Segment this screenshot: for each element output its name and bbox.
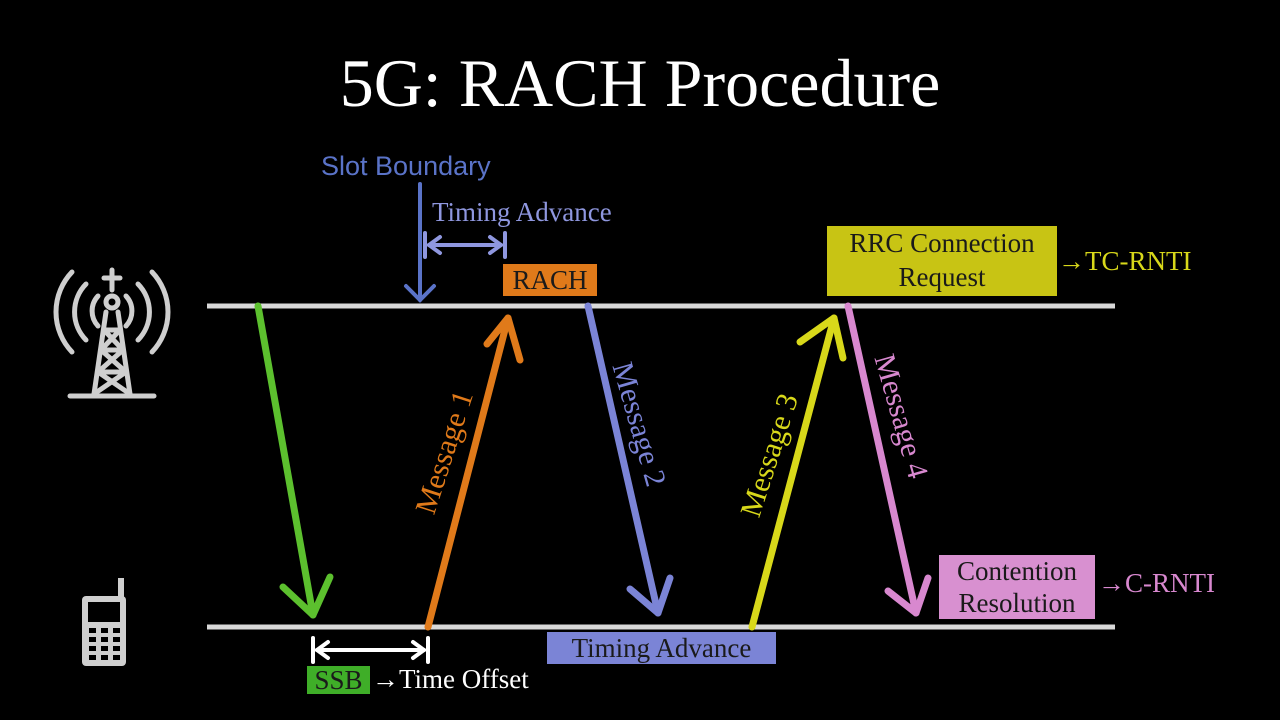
message-2-arrow	[584, 302, 674, 617]
timing-advance-top-arrow	[423, 231, 507, 259]
rrc-line-1: RRC Connection	[849, 228, 1035, 258]
slot-boundary-arrow	[404, 182, 436, 303]
contention-line-2: Resolution	[958, 588, 1076, 618]
rrc-connection-request-box: RRC Connection Request	[827, 226, 1057, 296]
time-offset-label: →Time Offset	[372, 664, 529, 694]
contention-line-1: Contention	[957, 556, 1077, 586]
message-1-arrow	[424, 314, 524, 631]
slot-boundary-label: Slot Boundary	[321, 151, 491, 181]
timing-advance-bottom-box: Timing Advance	[547, 632, 776, 664]
ssb-time-offset-arrow	[311, 636, 430, 664]
page-title: 5G: RACH Procedure	[339, 45, 941, 121]
ssb-box: SSB	[307, 666, 370, 694]
c-rnti-label: →C-RNTI	[1098, 568, 1215, 598]
message-3-arrow	[748, 314, 847, 631]
rrc-line-2: Request	[898, 262, 986, 292]
message-4-arrow	[844, 302, 932, 617]
timing-advance-top-label: Timing Advance	[432, 197, 612, 227]
mobile-phone-icon	[82, 578, 126, 666]
cell-tower-icon	[53, 267, 171, 399]
rach-box: RACH	[503, 264, 597, 296]
ssb-downlink-arrow	[254, 302, 334, 619]
contention-resolution-box: Contention Resolution	[939, 555, 1095, 619]
tc-rnti-label: →TC-RNTI	[1058, 246, 1192, 276]
